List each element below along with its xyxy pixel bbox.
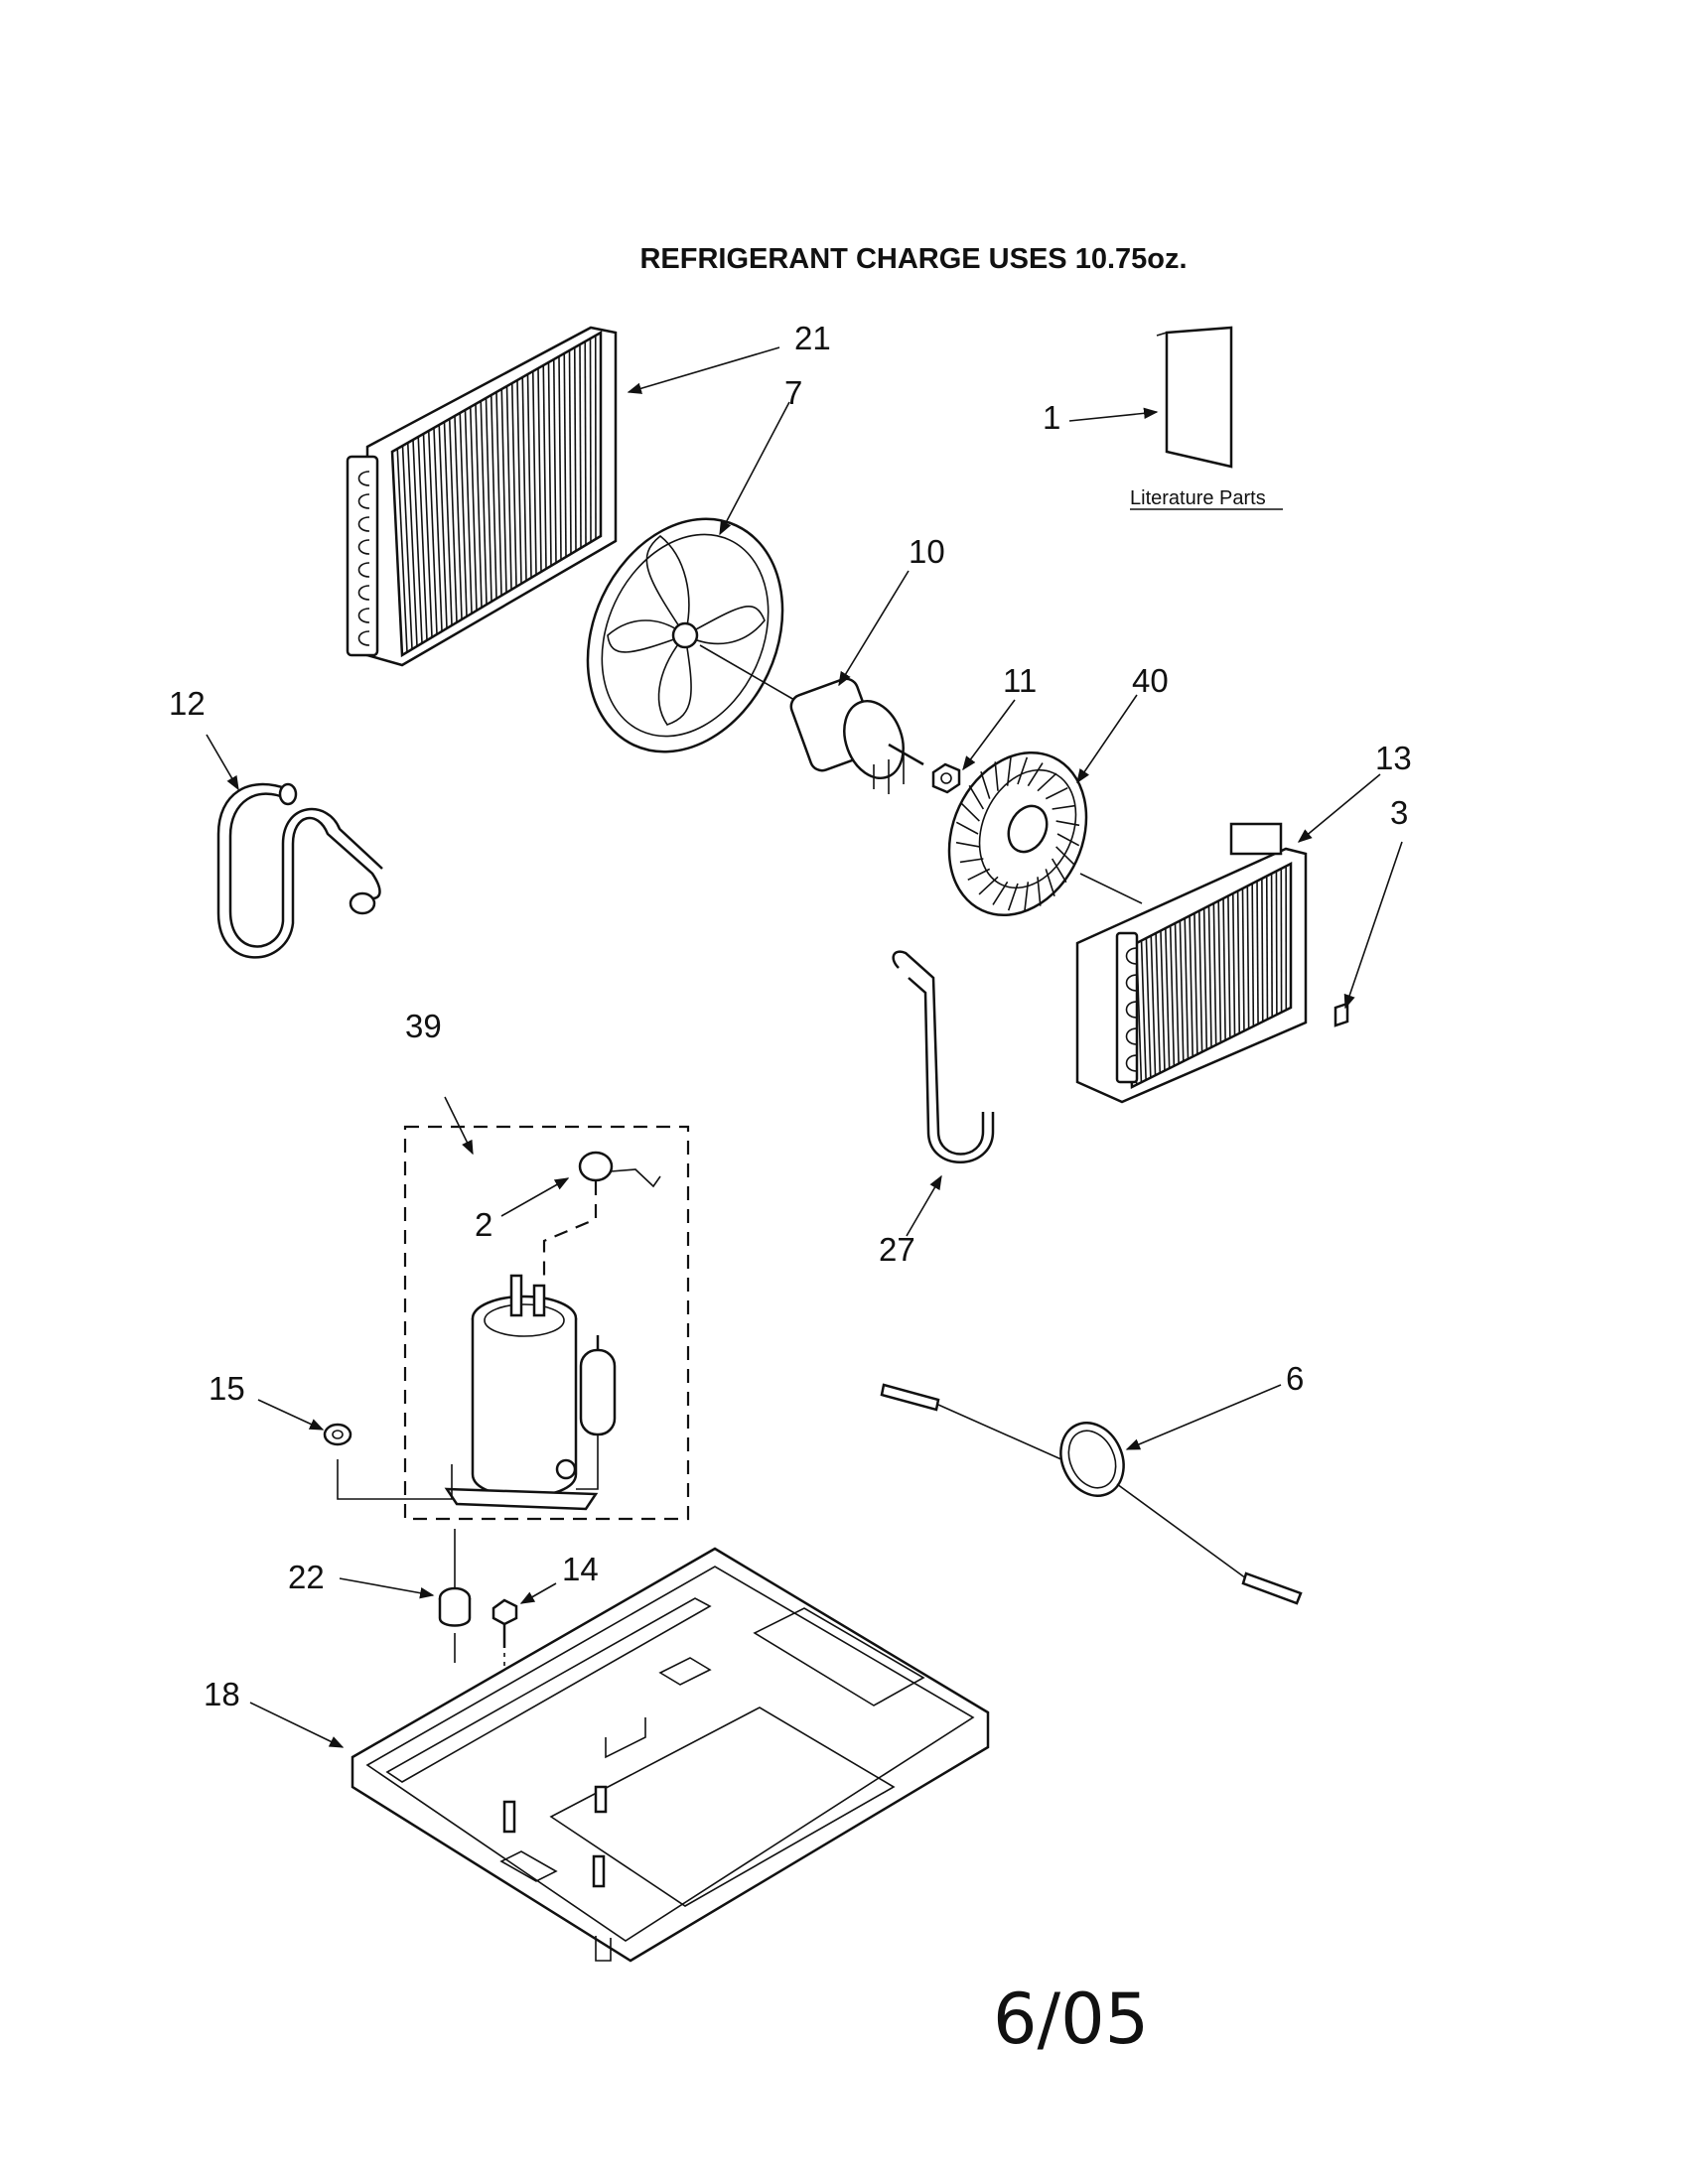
- leader-lines: [206, 346, 1403, 1748]
- grommet: [438, 1586, 472, 1627]
- compressor: [444, 1274, 617, 1511]
- literature-booklet: [1156, 326, 1233, 469]
- tube-27: [892, 950, 985, 1156]
- callout-1: 1: [1043, 399, 1060, 436]
- revision-date: 6/05: [993, 1979, 1149, 2060]
- callout-22: 22: [288, 1559, 325, 1595]
- washer: [323, 1423, 352, 1446]
- callout-6: 6: [1286, 1360, 1304, 1397]
- fan-motor: [699, 644, 924, 794]
- capillary-tube: [880, 1383, 1303, 1605]
- callout-39: 39: [405, 1008, 442, 1044]
- blower-wheel: [947, 751, 1143, 917]
- literature-caption: Literature Parts: [1130, 487, 1266, 509]
- callout-7: 7: [784, 374, 802, 411]
- callout-11: 11: [1003, 662, 1037, 699]
- tube-12: [216, 782, 381, 959]
- grommet-lead: [337, 1459, 453, 1500]
- callout-40: 40: [1132, 662, 1169, 699]
- coil-clip: [1333, 1002, 1349, 1027]
- callout-2: 2: [475, 1206, 492, 1243]
- callout-13: 13: [1375, 740, 1412, 776]
- evaporator-coil: [1075, 822, 1308, 1104]
- nut: [931, 762, 961, 794]
- base-pan: [351, 1547, 990, 1963]
- screw: [491, 1598, 518, 1787]
- callout-10: 10: [909, 533, 945, 570]
- callout-14: 14: [562, 1551, 599, 1587]
- callout-21: 21: [794, 320, 831, 356]
- overload-protector: [542, 1151, 661, 1276]
- page-title: REFRIGERANT CHARGE USES 10.75oz.: [639, 243, 1187, 275]
- callout-27: 27: [879, 1231, 915, 1268]
- callout-18: 18: [204, 1676, 240, 1712]
- callout-3: 3: [1390, 794, 1408, 831]
- condenser-coil: [346, 326, 618, 667]
- callout-15: 15: [209, 1370, 245, 1407]
- compressor-assembly-box: [403, 1125, 690, 1521]
- callout-12: 12: [169, 685, 206, 722]
- condenser-fan: [586, 517, 784, 753]
